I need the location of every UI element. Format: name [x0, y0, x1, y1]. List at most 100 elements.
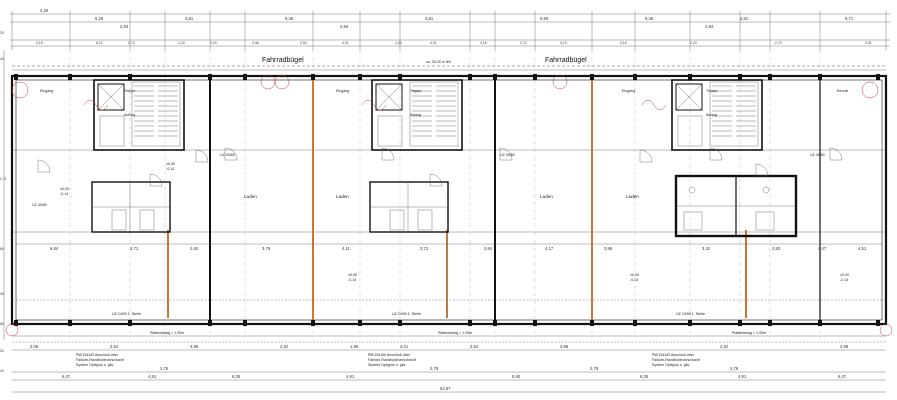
dim-second-2: 6,12: [96, 41, 103, 45]
column-post: [398, 320, 402, 326]
service-block-1: [91, 181, 171, 233]
door-swing: [755, 163, 769, 177]
column-post: [358, 320, 362, 326]
dim-bot3-2: 4,81: [148, 374, 157, 379]
label-door-code-4: UZ 40/60: [810, 153, 825, 157]
dim-top-9: 6,35: [645, 16, 654, 21]
elevator-cross: [97, 83, 125, 111]
label-facade-1: UZ 24/90 1. Steife: [112, 312, 141, 316]
label-elev-2a: ±0,00: [166, 162, 175, 166]
dim-left-7: 20: [0, 349, 4, 353]
dim-bot3-4: 4,81: [346, 374, 355, 379]
dim-bot1-2: 2,52: [110, 344, 119, 349]
service-block-3: [674, 174, 798, 238]
column-post: [590, 320, 594, 326]
dim-int-4: 3,79: [262, 246, 271, 251]
dim-top-1: 4,30: [40, 8, 49, 13]
dim-int-6: 3,72: [420, 246, 429, 251]
dim-bot1-4: 2,92: [280, 344, 289, 349]
label-elev-4b: -0,14: [630, 278, 638, 282]
dim-bot1-8: 3,96: [560, 344, 569, 349]
column-post: [533, 320, 537, 326]
column-post: [243, 74, 247, 80]
dim-top-5: 6,35: [285, 16, 294, 21]
column-post: [768, 74, 772, 80]
dim-second-4: 1,23: [178, 41, 185, 45]
dim-left-4: 60: [0, 247, 4, 251]
label-elevator-2: Aufzug: [410, 113, 421, 117]
column-post: [818, 320, 822, 326]
door-swing: [829, 147, 843, 161]
dim-bot1-10: 2,98: [840, 344, 849, 349]
door-swing: [381, 147, 395, 161]
rw-note-2-line3: System Optigrün o. glw.: [368, 363, 406, 367]
column-post: [633, 320, 637, 326]
column-post: [818, 74, 822, 80]
elevator-shaft: [375, 83, 403, 111]
rw-note-1-line2: Fallrohr-Randbordrohrschacht: [76, 358, 124, 362]
label-entrance-1: Eingang: [40, 89, 53, 93]
dim-top-2: 6,25: [95, 16, 104, 21]
dim-second-3: 2,72: [128, 41, 135, 45]
label-fahrradbuegel-1: Fahrradbügel: [262, 57, 304, 64]
column-post: [208, 74, 212, 80]
door-swing: [37, 159, 51, 173]
dim-second-1: 3,15: [36, 41, 43, 45]
door-swing: [224, 147, 238, 161]
label-laden-3: Laden: [540, 194, 553, 199]
core-wall: [93, 79, 185, 151]
dim-top-10: 2,94: [705, 24, 714, 29]
column-post: [688, 320, 692, 326]
stair-core-1: [93, 79, 185, 151]
label-plattenbelag-3: Plattenbelag = 1,00m: [732, 331, 766, 335]
label-elev-3b: -0,14: [348, 278, 356, 282]
dim-bot3-3: 6,35: [232, 374, 241, 379]
core-room: [677, 115, 703, 147]
column-post: [311, 320, 315, 326]
stair-well: [131, 81, 181, 147]
dim-left-2: 40: [0, 57, 4, 61]
label-elev-1b: -0,14: [60, 192, 68, 196]
dim-second-8: 4,01: [342, 41, 349, 45]
label-facade-3: UZ 24/90 1. Steife: [676, 312, 705, 316]
elevator-cross: [675, 83, 703, 111]
dim-int-5: 4,11: [342, 246, 351, 251]
dim-left-3: 2,71: [0, 177, 7, 181]
dim-bot1-3: 3,96: [190, 344, 199, 349]
door-swing: [709, 147, 723, 161]
column-post: [468, 320, 472, 326]
rw-note-3-line3: System Optigrün o. glw.: [652, 363, 690, 367]
dim-bot3-1: 6,47: [62, 374, 71, 379]
rw-note-1-line3: System Optigrün o. glw.: [76, 363, 114, 367]
stair-core-2: [371, 79, 463, 151]
dim-int-7: 2,84: [484, 246, 493, 251]
label-elev-1a: ±0,00: [60, 187, 69, 191]
column-post: [311, 74, 315, 80]
label-stair-2: Treppe: [410, 89, 421, 93]
column-post: [768, 320, 772, 326]
dim-top-4: 4,81: [185, 16, 194, 21]
column-post: [243, 320, 247, 326]
dim-left-6: 80: [0, 322, 4, 326]
column-post: [14, 320, 18, 326]
dim-total-bottom: 52,67: [440, 386, 451, 391]
label-elev-5a: ±0,00: [840, 273, 849, 277]
column-post: [738, 320, 742, 326]
stair-well: [409, 81, 459, 147]
label-plattenbelag-2: Plattenbelag = 1,00m: [438, 331, 472, 335]
column-post: [128, 74, 132, 80]
label-plattenbelag-1: Plattenbelag = 1,00m: [150, 331, 184, 335]
column-post: [398, 74, 402, 80]
door-swing: [499, 147, 513, 161]
rw-note-2-line2: Fallrohr-Randbordrohrschacht: [368, 358, 416, 362]
dim-bot1-1: 2,06: [30, 344, 39, 349]
dim-second-17: 2,01: [865, 41, 872, 45]
column-post: [68, 320, 72, 326]
door-swing: [429, 173, 443, 187]
label-door-code-3: UZ 40/60: [500, 153, 515, 157]
dim-left-8: 40: [0, 369, 4, 373]
dim-int-13: 4,51: [858, 246, 867, 251]
elevator-shaft: [675, 83, 703, 111]
dim-int-12: 4,47: [818, 246, 827, 251]
